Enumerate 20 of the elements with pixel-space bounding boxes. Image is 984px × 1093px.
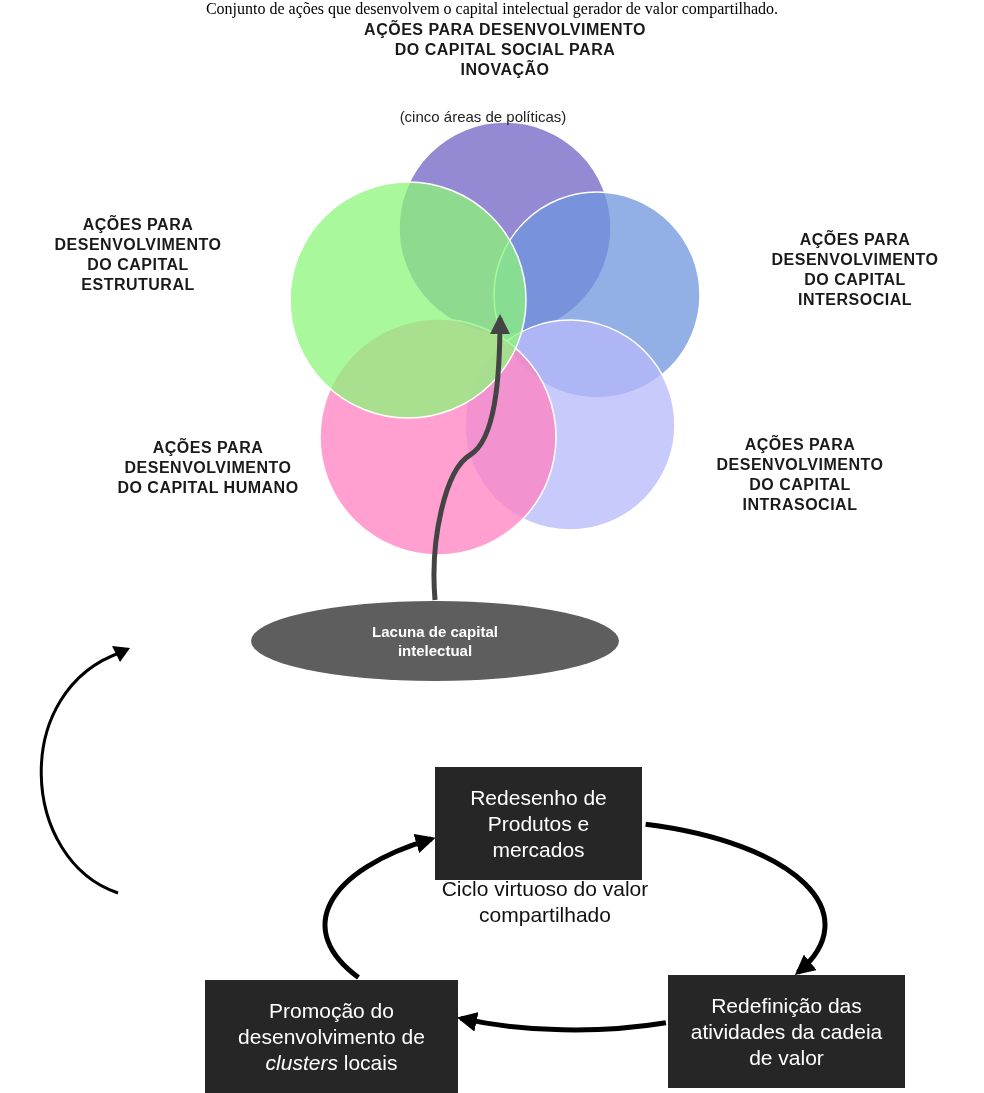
heading: AÇÕES PARA DESENVOLVIMENTO DO CAPITAL HUMANO <box>116 438 300 498</box>
arrow <box>456 1011 667 1033</box>
arrow <box>322 834 436 980</box>
node-text: Promoção do desenvolvimento de clusters locais <box>237 997 426 1076</box>
subtitle: (cinco áreas de políticas) <box>398 108 568 125</box>
arrow <box>431 314 510 601</box>
node-text: Lacuna de capital intelectual <box>371 622 499 660</box>
node-text: Redesenho de Produtos e mercados <box>469 784 608 863</box>
heading: AÇÕES PARA DESENVOLVIMENTO DO CAPITAL SOCIAL PARA INOVAÇÃO <box>363 20 647 80</box>
heading: AÇÕES PARA DESENVOLVIMENTO DO CAPITAL ESTRUTURAL <box>53 215 223 295</box>
gap-ellipse <box>250 600 620 682</box>
cycle-label: Ciclo virtuoso do valor compartilhado <box>440 876 650 928</box>
heading: AÇÕES PARA DESENVOLVIMENTO DO CAPITAL INTERSOCIAL <box>770 230 940 310</box>
process-box <box>668 975 905 1088</box>
process-box <box>435 767 642 880</box>
node-text: Redefinição das atividades da cadeia de valor <box>689 992 884 1071</box>
title: Conjunto de ações que desenvolvem o capital intelectual gerador de valor compartilhado. <box>204 0 780 18</box>
heading: AÇÕES PARA DESENVOLVIMENTO DO CAPITAL INTRASOCIAL <box>715 435 885 515</box>
arrow <box>645 821 828 976</box>
process-box <box>205 980 458 1093</box>
